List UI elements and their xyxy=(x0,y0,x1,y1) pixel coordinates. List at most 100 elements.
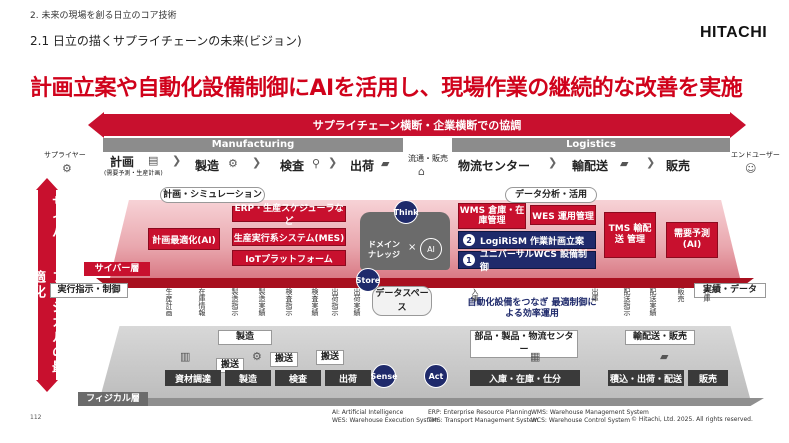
chevron-icon: ❯ xyxy=(172,154,182,167)
arrow-label: 入庫 xyxy=(471,288,479,302)
transport-tag: 輸配送・販売 xyxy=(625,330,695,345)
carry-tag: 搬送 xyxy=(316,350,344,365)
sense-circle: Sense xyxy=(370,364,398,388)
arrow-label: 在庫情報 xyxy=(198,288,206,316)
execute-label: 実行指示・制御 xyxy=(50,283,128,298)
carry-tag: 搬送 xyxy=(270,352,298,367)
ai-icon: AI xyxy=(420,238,442,260)
process-manufacture: 製造 xyxy=(225,370,271,386)
store-circle: Store xyxy=(356,268,380,292)
chain-logistics-center: 物流センター xyxy=(458,159,531,173)
store-icon: ⌂ xyxy=(418,165,425,178)
down-arrow-icon xyxy=(36,380,58,392)
arrow-left-head xyxy=(88,112,104,138)
dataspace-pill: データスペース xyxy=(372,286,432,316)
wes-box: WES 運用管理 xyxy=(530,205,596,225)
section-label: 2. 未来の現場を創る日立のコア技術 xyxy=(30,11,177,21)
logirism-label: LogiRiSM 作業計画立案 xyxy=(480,236,585,247)
legend-column-1: AI: Artificial Intelligence WES: Warehou… xyxy=(332,409,438,425)
logirism-box: 2 LogiRiSM 作業計画立案 xyxy=(458,231,596,249)
collaboration-arrow: サプライチェーン横断・企業横断での協調 xyxy=(103,114,731,136)
planning-icon: ▤ xyxy=(148,154,159,167)
arrow-label: 製造指示 xyxy=(231,288,239,316)
rack-icon: ▦ xyxy=(530,350,541,363)
think-circle: Think xyxy=(394,200,418,224)
store-label: Store xyxy=(355,275,381,285)
chain-distribution: 流通・販売 xyxy=(408,154,448,163)
legend-column-3: WMS: Warehouse Management System WCS: Wa… xyxy=(531,409,649,425)
process-material: 資材調達 xyxy=(165,370,221,386)
arrow-label: 検査指示 xyxy=(285,288,293,316)
cyber-platform-edge xyxy=(96,278,754,288)
think-label: Think xyxy=(393,207,419,217)
arrow-label: 在庫 xyxy=(703,288,711,302)
wms-box: WMS 倉庫・在庫管理 xyxy=(458,203,526,229)
truck-icon: ▰ xyxy=(660,350,669,363)
logistics-band: Logistics xyxy=(452,138,730,152)
planning-ai-box: 計画最適化(AI) xyxy=(148,228,220,250)
automation-note: 自動化設備をつなぎ 最適制御による効率運用 xyxy=(467,298,597,319)
number-2-icon: 2 xyxy=(463,234,475,246)
warehouse-tag: 部品・製品・物流センター xyxy=(470,330,578,358)
page-subtitle: 2.1 日立の描くサプライチェーンの未来(ビジョン) xyxy=(30,34,302,48)
chain-delivery: 輸配送 xyxy=(572,159,609,173)
physical-platform-edge xyxy=(86,398,764,406)
arrow-label: 販売 xyxy=(677,288,685,302)
wcs-label: ユニバーサルWCS 設備制御 xyxy=(479,250,588,273)
act-label: Act xyxy=(428,371,444,381)
cyber-physical-label: サイバー・フィジカルの最適化 xyxy=(30,190,64,380)
domain-knowledge-label: ドメイン ナレッジ xyxy=(368,240,400,259)
planning-pill: 計画・シミュレーション xyxy=(160,187,265,203)
chain-sales: 販売 xyxy=(666,159,691,173)
manufacturing-band: Manufacturing xyxy=(103,138,403,152)
cyber-layer-label: サイバー層 xyxy=(84,262,150,276)
number-1-icon: 1 xyxy=(463,254,475,266)
chain-plan: 計画 xyxy=(110,155,135,169)
chevron-icon: ❯ xyxy=(328,156,338,169)
factory-tag: 製造 xyxy=(218,330,272,345)
up-arrow-icon xyxy=(36,178,58,190)
truck-icon: ▰ xyxy=(620,157,629,170)
chain-shipping: 出荷 xyxy=(350,159,375,173)
chain-plan-note: (需要予測・生産計画) xyxy=(104,170,163,177)
arrow-label: 製造実績 xyxy=(258,288,266,316)
arrow-label: 生産計画 xyxy=(165,288,173,316)
page-number: 112 xyxy=(30,414,42,421)
copyright: © Hitachi, Ltd. 2025. All rights reserve… xyxy=(631,416,753,423)
process-sales: 販売 xyxy=(688,370,728,386)
factory-icon: ▥ xyxy=(180,350,191,363)
legend-item: ERP: Enterprise Resource Planning xyxy=(428,409,532,416)
cross-mark: × xyxy=(408,242,417,253)
truck-icon: ▰ xyxy=(381,157,390,170)
legend-item: WES: Warehouse Execution System xyxy=(332,417,439,424)
ai-icon-text: AI xyxy=(427,244,435,254)
factory-icon: ⚙ xyxy=(228,157,238,170)
process-load: 積込・出荷・配送 xyxy=(608,370,684,386)
chevron-icon: ❯ xyxy=(252,156,262,169)
end-user-label: エンドユーザー xyxy=(731,151,780,159)
act-circle: Act xyxy=(424,364,448,388)
carry-tag: 搬送 xyxy=(216,358,244,373)
page-headline: 計画立案や自動化設備制御にAIを活用し、現場作業の継続的な改善を実施 xyxy=(30,76,743,101)
erp-box: ERP・生産スケジューラなど xyxy=(232,204,346,227)
legend-item: WMS: Warehouse Management System xyxy=(531,409,649,416)
legend-item: TMS: Transport Management System xyxy=(428,417,539,424)
tms-box: TMS 輸配送 管理 xyxy=(604,212,656,258)
arrow-label: 出庫 xyxy=(591,288,599,302)
arrow-right-head xyxy=(730,112,746,138)
sense-label: Sense xyxy=(370,371,398,381)
chevron-icon: ❯ xyxy=(548,156,558,169)
chevron-icon: ❯ xyxy=(646,156,656,169)
legend-item: WCS: Warehouse Control System xyxy=(531,417,631,424)
mes-box: 生産実行系システム(MES) xyxy=(232,228,346,246)
supplier-label: サプライヤー xyxy=(44,151,86,159)
wcs-box: 1 ユニバーサルWCS 設備制御 xyxy=(458,250,596,273)
inspection-icon: ⚲ xyxy=(312,157,321,170)
chain-manufacture: 製造 xyxy=(195,159,220,173)
arrow-label: 配送実績 xyxy=(649,288,657,316)
robot-arm-icon: ⚙ xyxy=(252,350,262,363)
process-shipping: 出荷 xyxy=(325,370,371,386)
legend-item: AI: Artificial Intelligence xyxy=(332,409,404,416)
forecast-box: 需要予測 (AI) xyxy=(666,222,718,258)
process-inout: 入庫・在庫・仕分 xyxy=(470,370,580,386)
